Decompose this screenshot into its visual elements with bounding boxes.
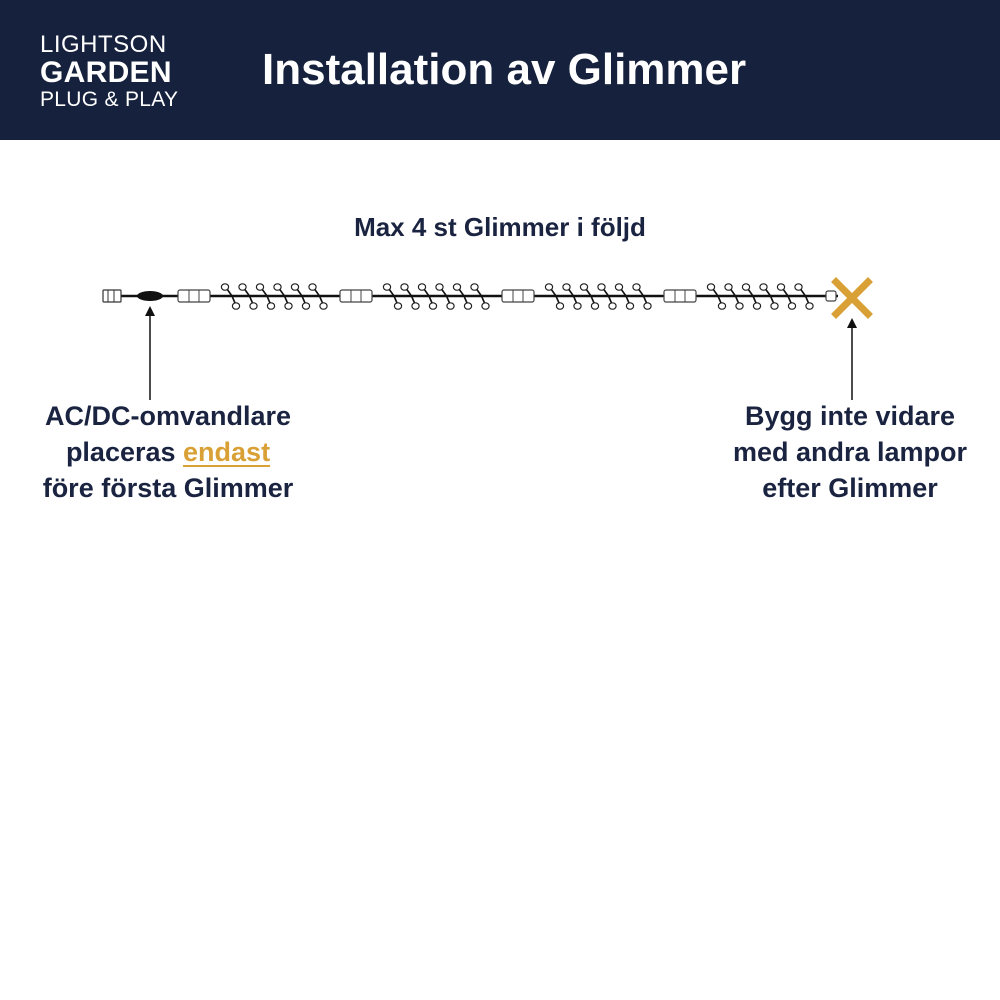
arrow-up-icon xyxy=(145,306,155,400)
left-callout-line-3: före första Glimmer xyxy=(42,473,294,503)
logo-line-1: LIGHTSON xyxy=(40,31,167,58)
right-callout-line-3: efter Glimmer xyxy=(762,473,938,503)
bulb-icon xyxy=(400,283,420,310)
bulb-icon xyxy=(290,283,311,310)
left-callout-line-2-prefix: placeras xyxy=(65,437,184,467)
bulb-icon xyxy=(544,283,565,310)
left-callout-line-1: AC/DC-omvandlare xyxy=(44,401,292,431)
cross-icon xyxy=(831,277,873,319)
right-callout-line-1: Bygg inte vidare xyxy=(744,401,956,431)
bulb-icon xyxy=(776,283,797,310)
bulb-icon xyxy=(273,283,293,310)
right-callout: Bygg inte vidare med andra lampor efter … xyxy=(700,398,1000,506)
header-bar: LIGHTSON GARDEN PLUG & PLAY Installation… xyxy=(0,0,1000,140)
plug-connector-icon xyxy=(102,289,122,303)
connector-icon xyxy=(663,289,697,303)
bulb-icon xyxy=(794,283,814,310)
bulb-icon xyxy=(382,283,403,310)
bulb-icon xyxy=(220,283,241,310)
logo-line-2: GARDEN xyxy=(40,56,172,89)
installation-diagram xyxy=(102,277,873,400)
right-callout-line-2: med andra lampor xyxy=(732,437,968,467)
bulb-icon xyxy=(562,283,582,310)
connector-icon xyxy=(177,289,211,303)
bulb-icon xyxy=(255,283,276,310)
brand-logo: LIGHTSON GARDEN PLUG & PLAY xyxy=(40,31,179,111)
diagram-subtitle: Max 4 st Glimmer i följd xyxy=(354,212,646,242)
bulb-icon xyxy=(706,283,727,310)
left-callout-highlight: endast xyxy=(183,437,271,467)
bulb-icon xyxy=(724,283,744,310)
logo-line-3: PLUG & PLAY xyxy=(40,88,179,111)
glimmer-strings xyxy=(177,283,837,310)
bulb-icon xyxy=(597,283,617,310)
connector-icon xyxy=(339,289,373,303)
bulb-icon xyxy=(435,283,455,310)
connector-icon xyxy=(501,289,535,303)
bulb-icon xyxy=(632,283,652,310)
bulb-icon xyxy=(470,283,490,310)
bulb-icon xyxy=(417,283,438,310)
bulb-icon xyxy=(579,283,600,310)
arrow-up-icon xyxy=(847,318,857,400)
left-callout-line-2: placeras endast xyxy=(18,434,318,470)
bulb-icon xyxy=(238,283,258,310)
bulb-icon xyxy=(308,283,328,310)
adapter-icon xyxy=(137,291,163,301)
end-cap-icon xyxy=(825,290,837,302)
bulb-icon xyxy=(741,283,762,310)
left-callout: AC/DC-omvandlare placeras endast före fö… xyxy=(18,398,318,506)
bulb-icon xyxy=(614,283,635,310)
bulb-icon xyxy=(759,283,779,310)
page-title: Installation av Glimmer xyxy=(262,45,747,94)
bulb-icon xyxy=(452,283,473,310)
